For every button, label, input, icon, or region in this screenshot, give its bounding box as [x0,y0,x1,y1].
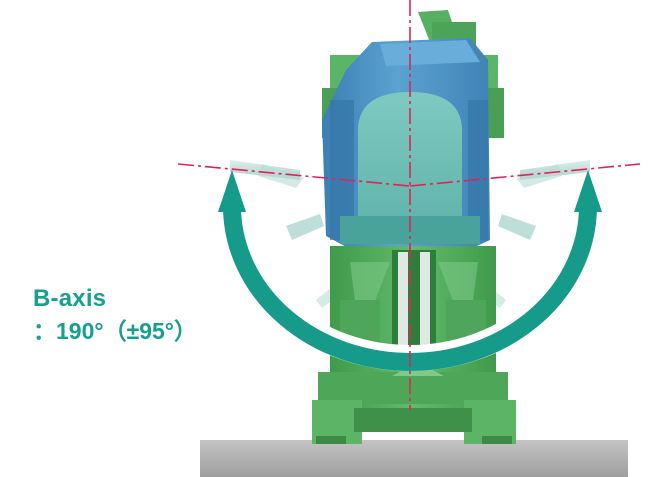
b-axis-title: B-axis [33,285,107,312]
base-floor [200,440,628,477]
b-axis-label: B-axis ：190°（±95°） [33,284,197,346]
center-lines [177,0,641,410]
machine-body [230,10,590,444]
b-axis-range: ：190°（±95°） [33,318,197,344]
